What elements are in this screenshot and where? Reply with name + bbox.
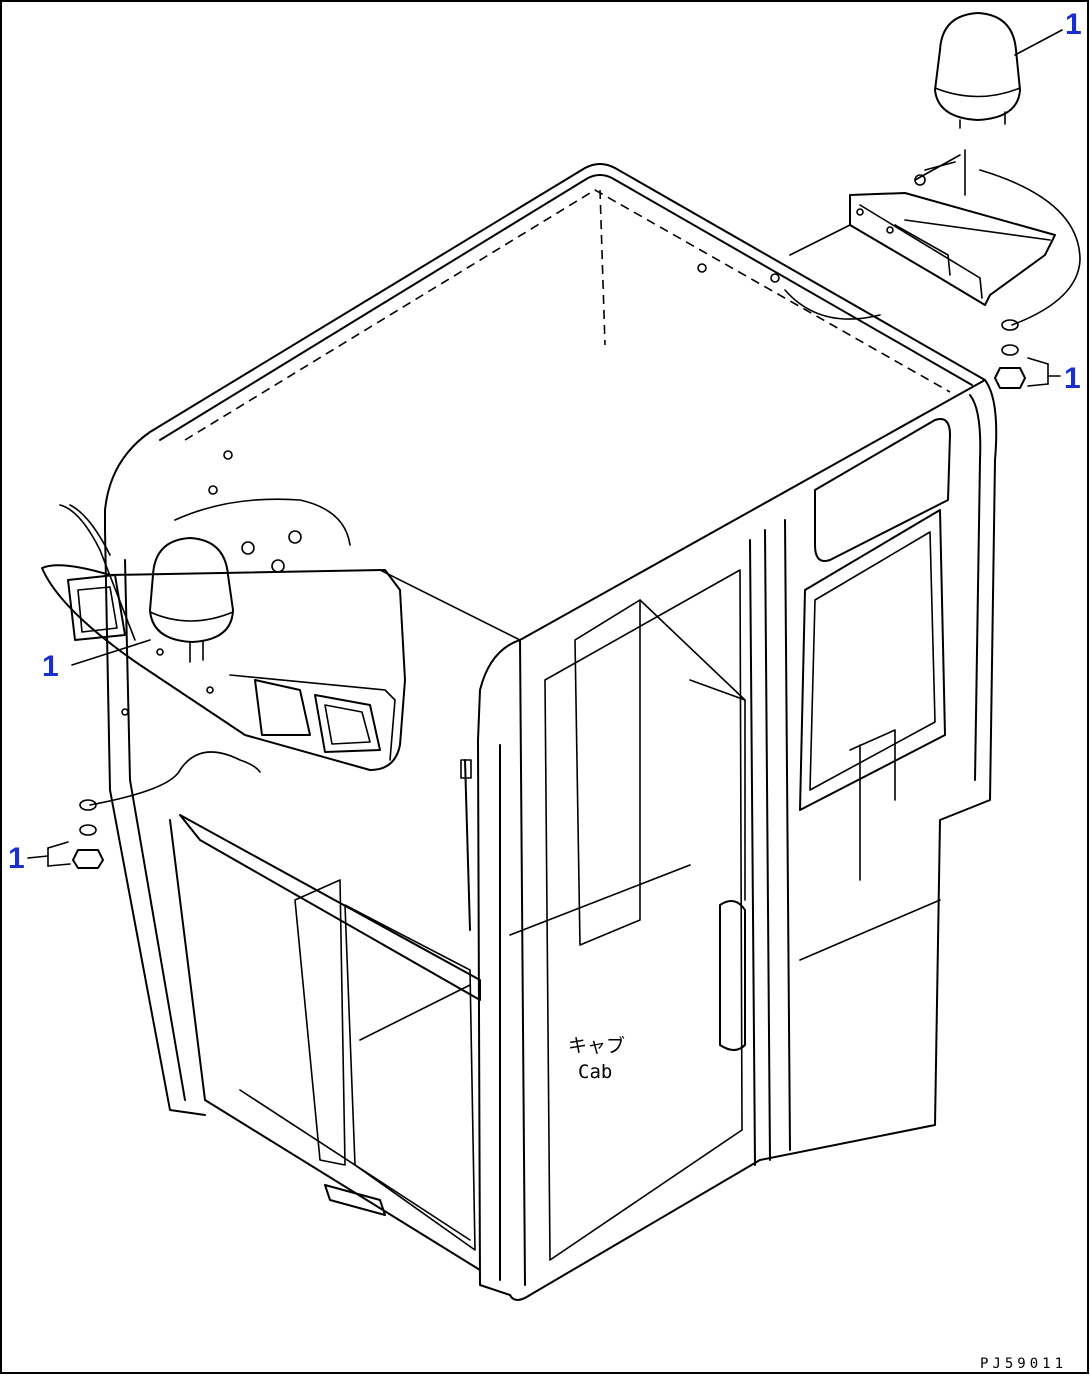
front-lamp-bracket — [41, 504, 406, 771]
callout-beacon-right: 1 — [1065, 8, 1082, 41]
hardware-right — [994, 319, 1049, 389]
drawing-code: PJ59011 — [980, 1356, 1067, 1372]
roof-bolt — [271, 559, 285, 573]
roof-hole — [697, 263, 707, 273]
washer — [79, 799, 97, 811]
work-light-center-1 — [254, 679, 311, 736]
lock-washer — [1001, 344, 1019, 356]
work-light-center-2 — [314, 694, 381, 753]
callout-hardware-right: 1 — [1064, 362, 1081, 395]
callout-hardware-left: 1 — [8, 842, 25, 875]
lock-washer — [79, 824, 97, 836]
nut — [994, 367, 1026, 389]
beacon-left — [149, 537, 234, 663]
roof-hole — [208, 485, 218, 495]
roof-bolt — [241, 541, 255, 555]
cab-body — [104, 379, 998, 1301]
bracket-hole — [206, 686, 214, 694]
roof-hole — [770, 273, 780, 283]
bracket-hole — [121, 708, 129, 716]
leader-lines — [27, 29, 1063, 859]
bracket-hole — [156, 648, 164, 656]
beacon-mount-bracket — [784, 149, 1081, 326]
roof-hole — [223, 450, 233, 460]
work-light-left — [67, 574, 126, 641]
callout-beacon-left: 1 — [42, 650, 59, 683]
cab-label-jp: キャブ — [568, 1034, 625, 1057]
cab-label-en: Cab — [578, 1061, 612, 1083]
cab-roof — [104, 163, 986, 741]
beacon-right — [934, 12, 1021, 129]
roof-bolt — [288, 530, 302, 544]
nut — [72, 849, 104, 869]
washer — [1001, 319, 1019, 331]
hardware-left — [47, 751, 261, 869]
